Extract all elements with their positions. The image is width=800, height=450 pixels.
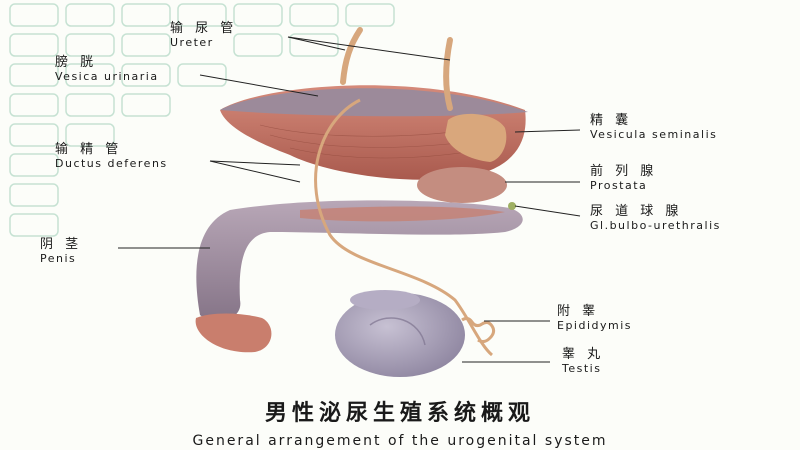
- label-prostata-en: Prostata: [590, 179, 648, 192]
- penis-shape: [195, 200, 523, 353]
- label-bulbo-zh: 尿 道 球 腺: [590, 204, 683, 219]
- label-penis-zh: 阴 茎: [40, 237, 83, 252]
- label-vesicula-zh: 精 囊: [590, 113, 633, 128]
- label-testis-en: Testis: [562, 362, 602, 375]
- diagram-title-en: General arrangement of the urogenital sy…: [192, 433, 608, 449]
- ductus-deferens-shape: [314, 98, 494, 357]
- label-ductus-en: Ductus deferens: [55, 157, 168, 170]
- label-bulbo: 尿 道 球 腺 Gl.bulbo-urethralis: [590, 205, 721, 231]
- label-epididymis-zh: 附 睾: [557, 304, 600, 319]
- label-ureter: 输 尿 管 Ureter: [170, 22, 237, 48]
- label-prostata: 前 列 腺 Prostata: [590, 165, 657, 191]
- label-vesica-en: Vesica urinaria: [55, 70, 159, 83]
- label-prostata-zh: 前 列 腺: [590, 164, 658, 179]
- epididymis-coil-shape: [461, 316, 496, 344]
- label-ureter-en: Ureter: [170, 36, 214, 49]
- ureter-shape: [340, 27, 453, 111]
- label-vesica-zh: 膀 胱: [55, 55, 98, 70]
- diagram-title: 男性泌尿生殖系统概观 General arrangement of the ur…: [0, 395, 800, 449]
- label-testis-zh: 睾 丸: [562, 347, 605, 362]
- bulbourethral-gland-shape: [508, 202, 516, 210]
- label-testis: 睾 丸 Testis: [562, 348, 604, 374]
- label-ureter-zh: 输 尿 管: [170, 21, 238, 36]
- leader-lines: [118, 36, 581, 363]
- label-vesica: 膀 胱 Vesica urinaria: [55, 56, 159, 82]
- label-vesicula-en: Vesicula seminalis: [590, 128, 718, 141]
- label-penis: 阴 茎 Penis: [40, 238, 82, 264]
- label-epididymis: 附 睾 Epididymis: [557, 305, 632, 331]
- label-ductus: 输 精 管 Ductus deferens: [55, 143, 168, 169]
- seminal-vesicle-shape: [445, 113, 507, 162]
- diagram-title-zh: 男性泌尿生殖系统概观: [264, 401, 535, 426]
- prostate-shape: [417, 167, 507, 203]
- label-ductus-zh: 输 精 管: [55, 142, 123, 157]
- testis-shape: [335, 290, 465, 377]
- label-bulbo-en: Gl.bulbo-urethralis: [590, 219, 721, 232]
- label-penis-en: Penis: [40, 252, 77, 265]
- label-epididymis-en: Epididymis: [557, 319, 633, 332]
- label-vesicula: 精 囊 Vesicula seminalis: [590, 114, 717, 140]
